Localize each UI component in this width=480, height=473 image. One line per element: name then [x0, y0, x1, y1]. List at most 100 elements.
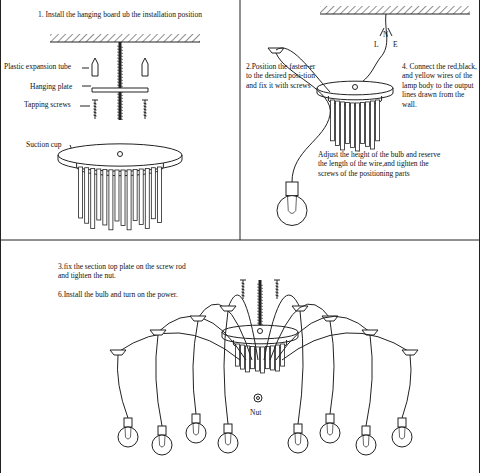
- stroke: [402, 350, 418, 355]
- bulb-globe: [320, 423, 340, 443]
- stroke: [92, 58, 98, 76]
- wire-sleeve: [121, 170, 125, 226]
- wire-sleeve: [127, 170, 131, 230]
- stroke: [117, 82, 123, 84]
- stroke: [117, 70, 123, 72]
- stroke: [117, 97, 123, 99]
- stroke: [224, 311, 228, 424]
- wire-name: L: [374, 40, 382, 49]
- stroke: [142, 58, 148, 76]
- nut-hole: [257, 397, 260, 400]
- stroke: [274, 280, 280, 299]
- wire-sleeve: [340, 102, 344, 150]
- stroke: [117, 73, 123, 75]
- wire-sleeve: [330, 100, 334, 141]
- stroke: [117, 106, 123, 108]
- canopy: [317, 81, 393, 95]
- stroke: [117, 76, 123, 78]
- wire-sleeve: [366, 102, 370, 146]
- stroke: [257, 296, 263, 298]
- wire-sleeve: [350, 103, 354, 147]
- stroke: [257, 323, 263, 325]
- stroke: [117, 112, 123, 114]
- stroke: [94, 115, 97, 116]
- step-text: 6.Install the bulb and turn on the power…: [58, 290, 216, 299]
- nut: [254, 394, 262, 402]
- wire-sleeve: [115, 170, 119, 221]
- wire-sleeve: [97, 169, 101, 220]
- stroke: [117, 64, 123, 66]
- panel-one-art: [50, 34, 200, 230]
- stroke: [242, 286, 245, 287]
- canopy: [58, 144, 182, 166]
- stroke: [220, 306, 236, 311]
- stroke: [117, 67, 123, 69]
- part-name: Plastic expansion tube: [4, 62, 84, 71]
- stroke: [117, 85, 123, 87]
- lamp-socket: [326, 414, 334, 423]
- stroke: [257, 293, 263, 295]
- wire-sleeve: [79, 167, 83, 218]
- stroke: [117, 94, 123, 96]
- stroke: [257, 308, 263, 310]
- stroke: [144, 115, 147, 116]
- stroke: [117, 103, 123, 105]
- stroke: [257, 284, 263, 286]
- ceiling-hatch: [50, 34, 200, 42]
- stroke: [94, 103, 97, 104]
- stroke: [198, 304, 252, 360]
- stroke: [276, 286, 279, 287]
- bulb-globe: [186, 423, 206, 443]
- stroke: [142, 100, 148, 119]
- wire-sleeve: [281, 344, 285, 366]
- stroke: [320, 14, 470, 15]
- bulb-globe: [152, 435, 172, 455]
- stroke: [228, 295, 258, 360]
- stroke: [117, 115, 123, 117]
- stroke: [80, 106, 90, 107]
- wire-sleeve: [345, 103, 349, 144]
- step-text: 4. Connect the red,black, and yellow wir…: [402, 62, 477, 109]
- stroke: [399, 427, 405, 439]
- bulb-globe: [356, 435, 376, 455]
- stroke: [117, 49, 123, 51]
- part-name: Hanging plate: [30, 82, 88, 91]
- wire-sleeve: [145, 168, 149, 228]
- step-text: 1. Install the hanging board ub the inst…: [38, 10, 238, 19]
- part-name: Nut: [250, 408, 272, 417]
- part-name: Suction cup: [26, 140, 76, 149]
- lamp-socket: [398, 418, 406, 427]
- stroke: [242, 292, 245, 293]
- stroke: [257, 305, 263, 307]
- wire-sleeve: [85, 168, 89, 224]
- wire-sleeve: [91, 168, 95, 228]
- stroke: [292, 306, 308, 311]
- stroke: [82, 86, 91, 87]
- lamp-socket: [286, 182, 298, 196]
- center-hole: [118, 152, 123, 157]
- canopy: [222, 325, 298, 339]
- stroke: [117, 118, 123, 120]
- wire-sleeve: [376, 100, 380, 141]
- stroke: [257, 311, 263, 313]
- stroke: [257, 314, 263, 316]
- wire-sleeve: [133, 169, 137, 220]
- wire-sleeve: [109, 170, 113, 230]
- stroke: [117, 55, 123, 57]
- wire-name: E: [393, 40, 401, 49]
- stroke: [240, 280, 246, 299]
- stroke: [117, 100, 123, 102]
- part-name: Tapping screws: [24, 100, 88, 109]
- stroke: [144, 109, 147, 110]
- stroke: [156, 335, 162, 426]
- stroke: [82, 68, 89, 69]
- lamp-socket: [192, 414, 200, 423]
- stroke: [366, 335, 372, 426]
- stroke: [144, 112, 147, 113]
- bulb-globe: [288, 433, 308, 453]
- stroke: [295, 433, 301, 445]
- stroke: [402, 355, 411, 418]
- wire-name: N: [383, 30, 391, 39]
- wire-sleeve: [103, 169, 107, 225]
